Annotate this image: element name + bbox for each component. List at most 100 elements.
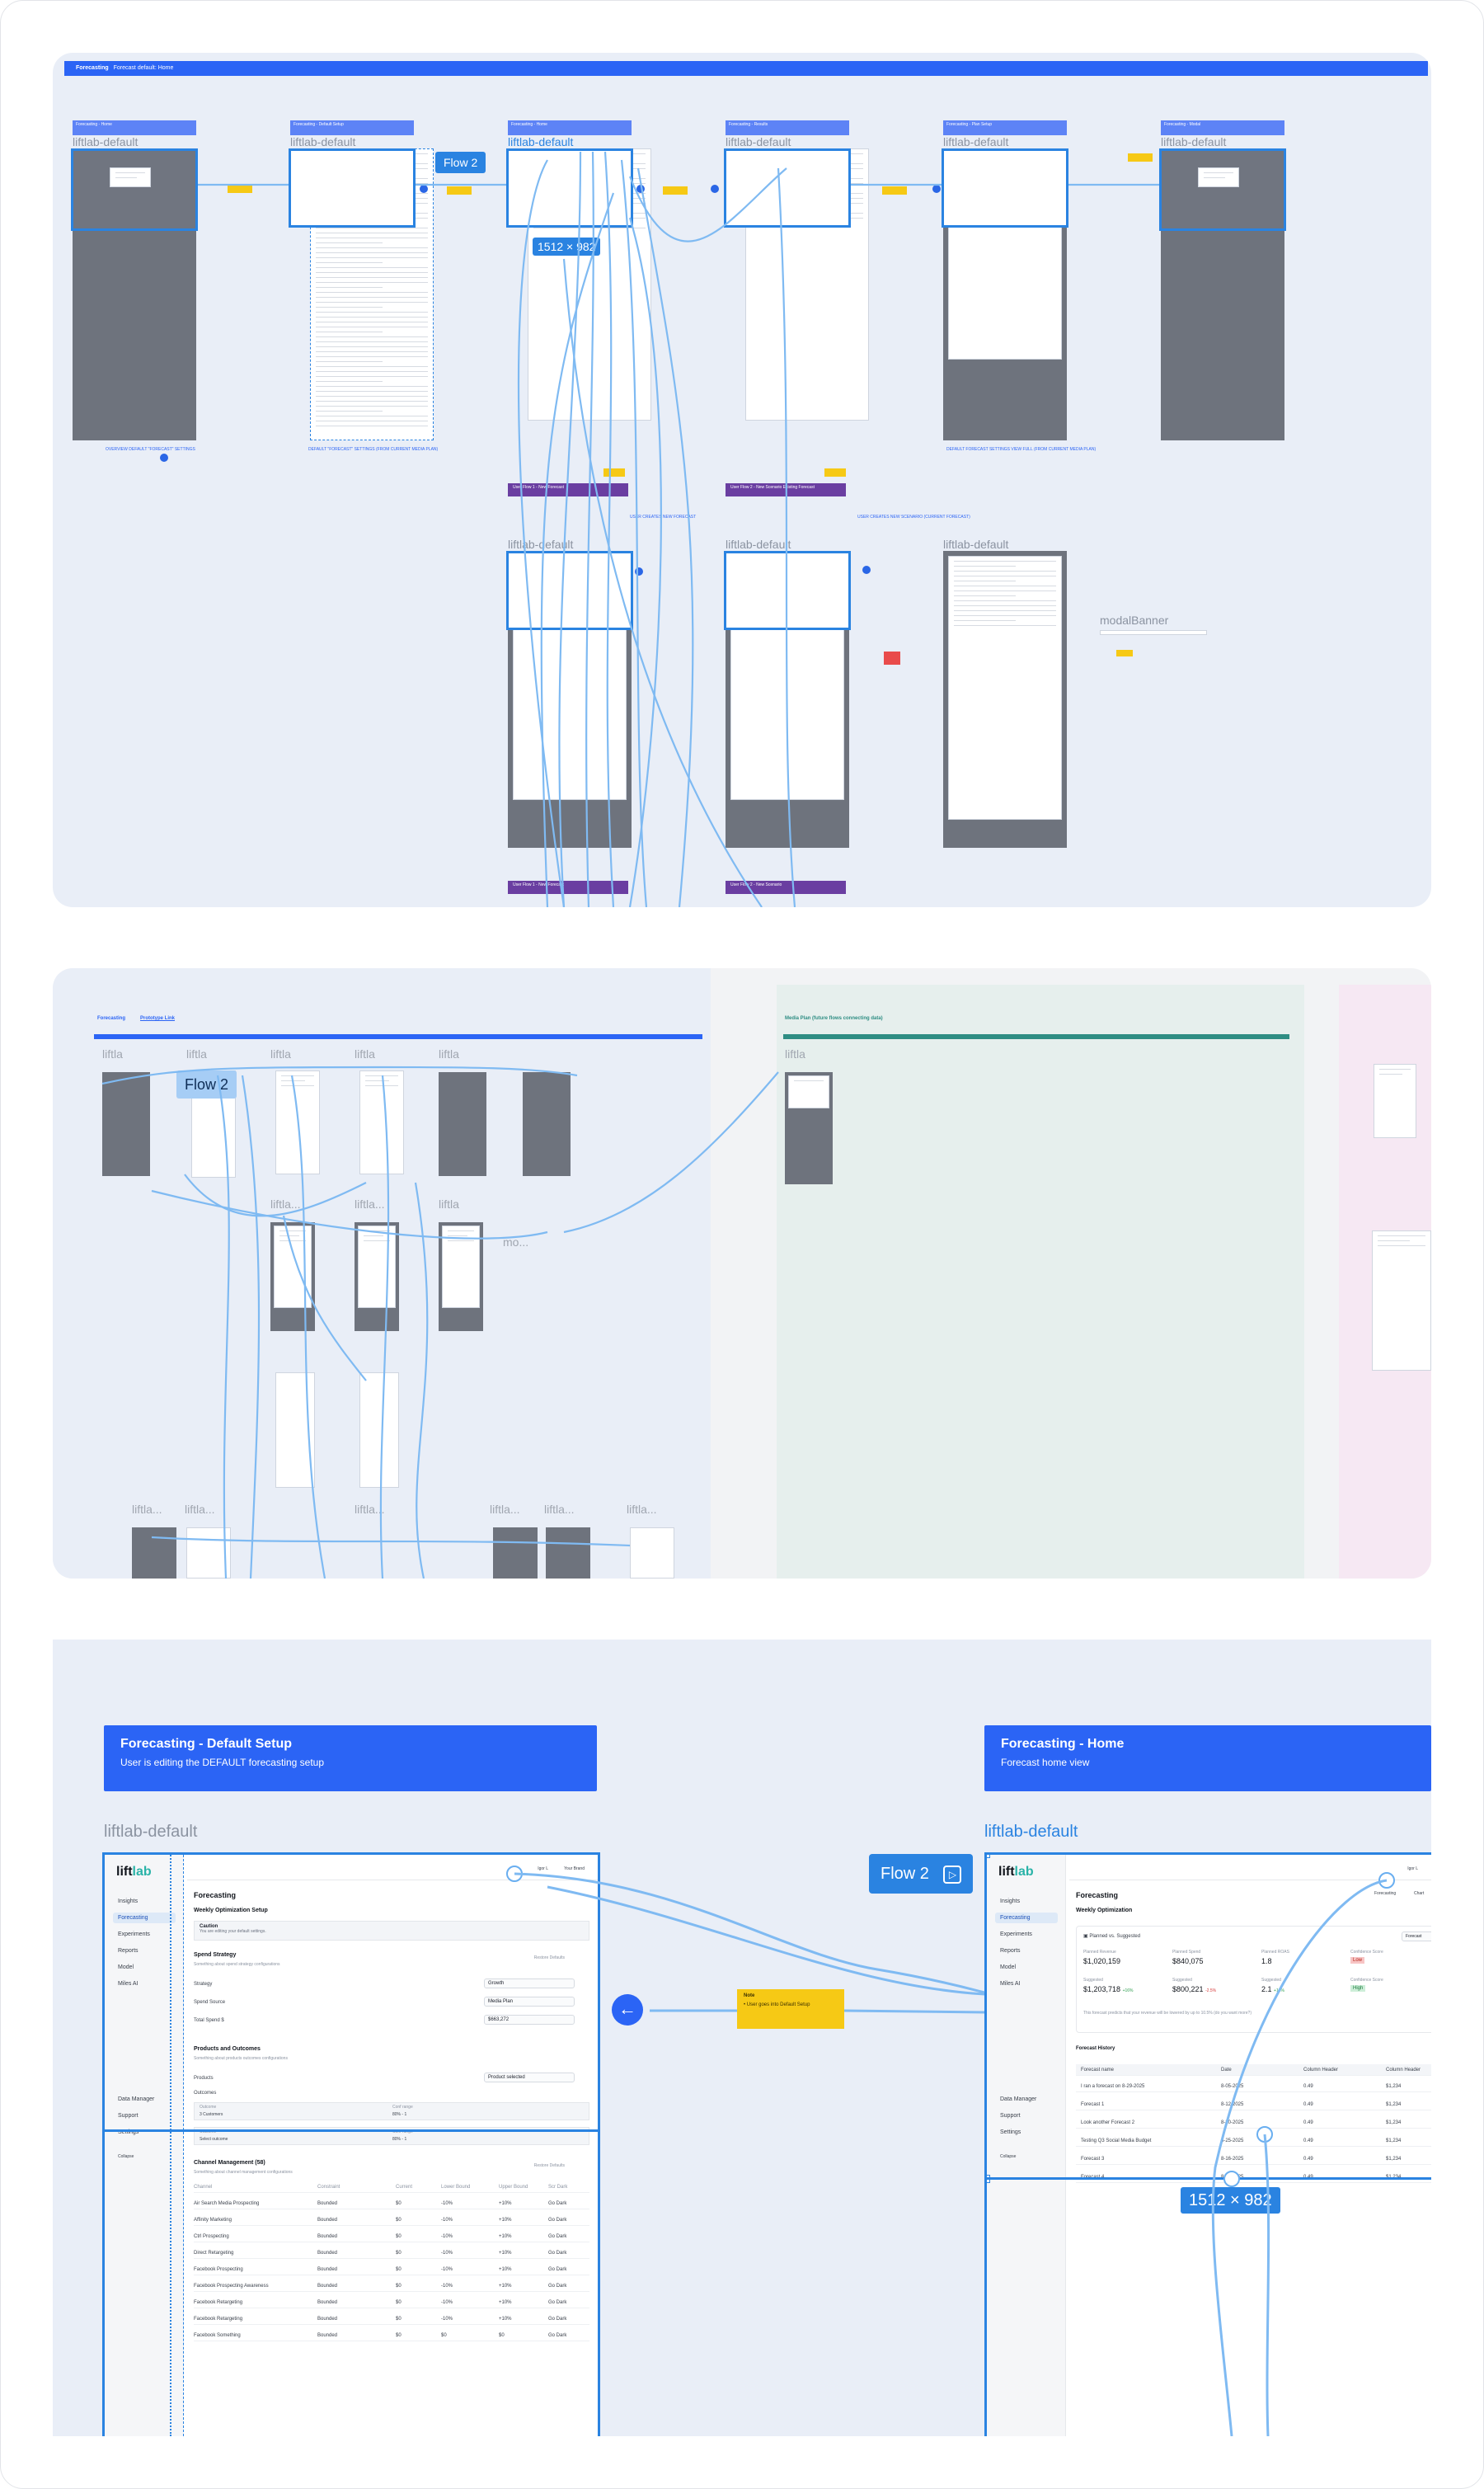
frame-thumbnail[interactable] (439, 1222, 483, 1331)
connector-node[interactable] (506, 1866, 523, 1882)
user-flow-card[interactable]: User Flow 1 - New Forecast (508, 483, 628, 496)
table-cell[interactable]: -10% (441, 2284, 453, 2289)
connector-dot[interactable] (635, 567, 643, 576)
flow-tag[interactable]: Flow 2 ▷ (869, 1854, 974, 1894)
connector-node[interactable] (1223, 2171, 1240, 2187)
sticky-note[interactable] (228, 185, 252, 193)
toggle-planned-suggested[interactable]: ▣ Planned vs. Suggested (1083, 1934, 1141, 1939)
selected-frame[interactable] (942, 148, 1068, 228)
table-cell[interactable]: -10% (441, 2201, 453, 2206)
table-cell[interactable]: -10% (441, 2300, 453, 2305)
table-cell[interactable]: -10% (441, 2251, 453, 2256)
nav-forecasting[interactable]: Forecasting (995, 1913, 1058, 1923)
frame-label[interactable]: liftla... (132, 1503, 162, 1516)
sticky-note[interactable] (824, 468, 846, 477)
connector-dot[interactable] (932, 185, 941, 193)
outcome-row[interactable]: Outcome Conf range 3 Customers 80% - 1 (194, 2102, 589, 2120)
nav-model[interactable]: Model (1000, 1964, 1017, 1970)
frame-label[interactable]: liftla... (270, 1197, 301, 1211)
frame-label[interactable]: mo... (503, 1235, 529, 1249)
table-cell[interactable]: +10% (499, 2251, 512, 2256)
nav-reports[interactable]: Reports (1000, 1948, 1021, 1954)
table-cell[interactable]: Go Dark (548, 2317, 567, 2322)
sticky-note[interactable] (882, 186, 907, 195)
products-select[interactable]: Product selected (484, 2073, 575, 2082)
frame-label[interactable]: liftla... (544, 1503, 575, 1516)
table-cell[interactable]: Bounded (317, 2251, 338, 2256)
table-cell[interactable]: Go Dark (548, 2333, 567, 2338)
frame-thumbnail[interactable] (275, 1070, 320, 1174)
frame-label[interactable]: liftla... (185, 1503, 215, 1516)
user-flow-card[interactable]: User Flow 2 - New Scenario (726, 881, 846, 894)
sticky-note[interactable] (1116, 650, 1133, 656)
sticky-note[interactable] (663, 186, 688, 195)
restore-defaults-link[interactable]: Restore Defaults (533, 1955, 565, 1960)
table-cell[interactable]: Bounded (317, 2284, 338, 2289)
frame-thumbnail[interactable] (359, 1372, 399, 1488)
table-cell[interactable]: $0 (441, 2333, 447, 2338)
connector-dot[interactable] (862, 566, 871, 574)
nav-miles-ai[interactable]: Miles AI (1000, 1981, 1021, 1987)
frame-label[interactable]: liftlab-default (726, 135, 791, 148)
table-cell[interactable]: $0 (396, 2284, 402, 2289)
tab-chart[interactable]: Chart (1414, 1891, 1425, 1896)
selected-frame[interactable] (506, 551, 633, 630)
frame-thumbnail[interactable] (1372, 1230, 1431, 1371)
connector-node[interactable] (1256, 2126, 1273, 2143)
selected-frame[interactable] (289, 148, 416, 228)
sticky-note[interactable]: Note • User goes into Default Setup (737, 1989, 844, 2029)
frame-thumbnail[interactable] (785, 1072, 833, 1184)
table-cell[interactable]: $0 (396, 2201, 402, 2206)
connector-node[interactable] (1378, 1872, 1395, 1889)
resize-handle[interactable] (987, 1855, 990, 1858)
table-cell[interactable]: -10% (441, 2234, 453, 2239)
frame-thumbnail[interactable] (186, 1527, 231, 1579)
table-cell[interactable]: $0 (396, 2251, 402, 2256)
restore-defaults-link[interactable]: Restore Defaults (533, 2163, 565, 2168)
selected-frame[interactable] (724, 148, 851, 228)
table-cell[interactable]: -10% (441, 2317, 453, 2322)
table-cell[interactable]: Bounded (317, 2218, 338, 2223)
frame-label[interactable]: liftlab-default (1161, 135, 1227, 148)
table-cell[interactable]: $0 (499, 2333, 505, 2338)
frame-thumbnail[interactable] (132, 1527, 176, 1579)
table-cell[interactable]: +10% (499, 2284, 512, 2289)
table-cell[interactable]: +10% (499, 2317, 512, 2322)
frame-label[interactable]: modalBanner (1100, 614, 1169, 627)
frame-thumbnail[interactable] (1374, 1064, 1416, 1138)
frame-label[interactable]: liftlab-default (984, 1823, 1078, 1841)
prototype-link[interactable]: Prototype Link (140, 1016, 176, 1021)
table-cell[interactable]: +10% (499, 2218, 512, 2223)
table-cell[interactable]: +10% (499, 2201, 512, 2206)
table-cell[interactable]: Bounded (317, 2267, 338, 2272)
spend-source-select[interactable]: Media Plan (484, 1997, 575, 2007)
table-cell[interactable]: Go Dark (548, 2267, 567, 2272)
table-cell[interactable]: Go Dark (548, 2218, 567, 2223)
connector-dot[interactable] (636, 185, 645, 193)
default-setup-screen[interactable]: liftlab Insights Forecasting Experiments… (102, 1852, 600, 2436)
table-cell[interactable]: $0 (396, 2218, 402, 2223)
collapse-button[interactable]: Collapse (118, 2154, 134, 2159)
table-cell[interactable]: +10% (499, 2267, 512, 2272)
back-arrow-icon[interactable]: ← (612, 1994, 643, 2026)
frame-label[interactable]: liftla (439, 1197, 459, 1211)
board-overview-panel[interactable]: Forecasting Forecast default: Home Forec… (53, 53, 1431, 907)
selected-frame[interactable] (506, 148, 633, 228)
frame-thumbnail[interactable] (493, 1527, 538, 1579)
user-flow-card[interactable]: User Flow 2 - New Scenario Existing Fore… (726, 483, 846, 496)
sticky-note[interactable] (1128, 153, 1153, 162)
frame-label[interactable]: liftlab-default (104, 1823, 198, 1841)
nav-experiments[interactable]: Experiments (1000, 1931, 1032, 1937)
nav-support[interactable]: Support (118, 2113, 139, 2119)
table-cell[interactable]: Go Dark (548, 2234, 567, 2239)
